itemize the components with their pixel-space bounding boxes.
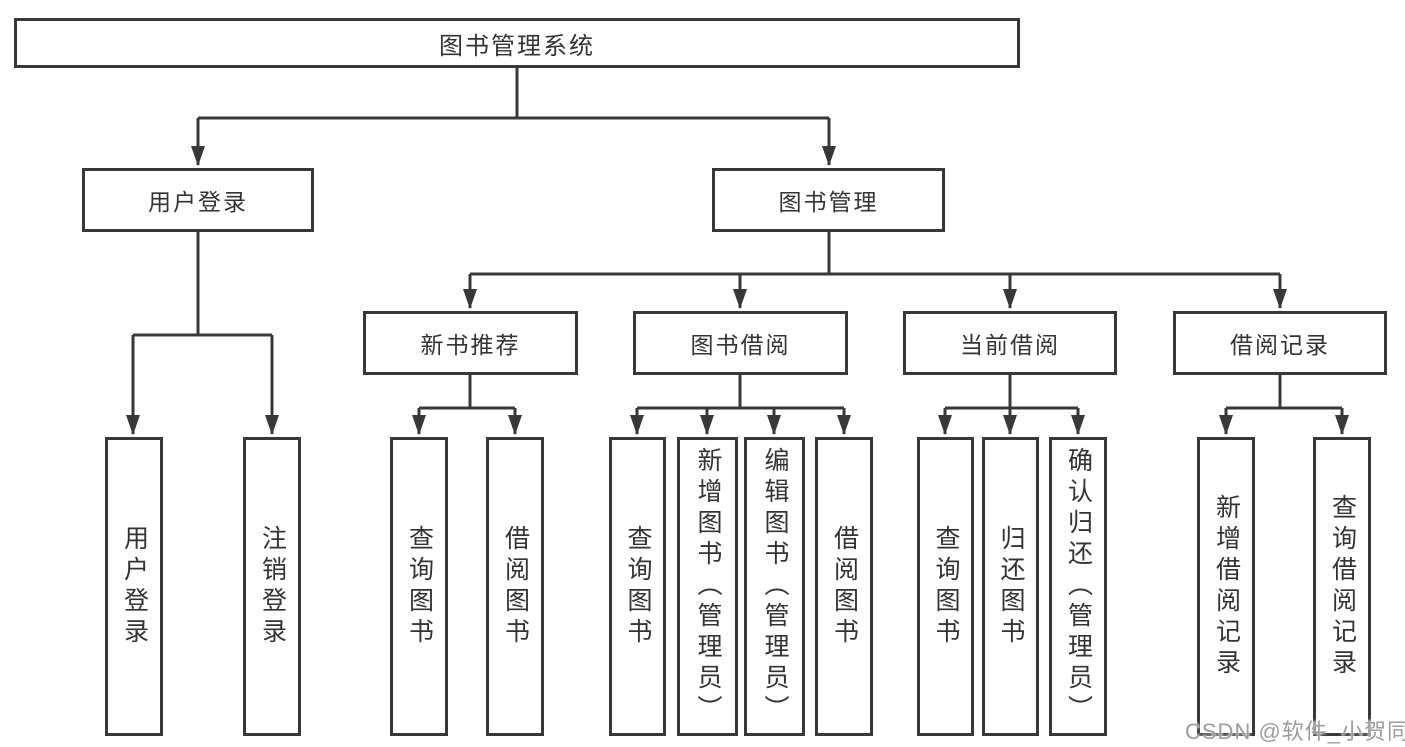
node-label: 借阅记录 [1230,332,1330,358]
leaf-borrow-books-recommend: 借阅图书 [486,437,544,736]
leaf-add-borrow-record: 新增借阅记录 [1197,437,1255,736]
leaf-add-book-admin: 新增图书（管理员） [677,437,738,736]
node-label: 新书推荐 [420,332,521,358]
csdn-watermark: CSDN @软件_小贺同学 [1185,719,1405,744]
node-user-login: 用户登录 [82,168,314,232]
leaf-query-borrow-record: 查询借阅记录 [1313,437,1371,736]
leaf-query-books-recommend: 查询图书 [390,437,448,736]
node-label: 确认归还（管理员） [1064,447,1093,726]
node-current-borrow: 当前借阅 [903,311,1117,375]
node-label: 图书管理 [778,189,879,215]
leaf-query-books-current: 查询图书 [917,437,974,736]
node-label: 编辑图书（管理员） [761,447,789,726]
leaf-confirm-return-admin: 确认归还（管理员） [1049,437,1107,736]
node-book-management: 图书管理 [712,168,945,232]
node-new-book-recommend: 新书推荐 [363,311,578,375]
node-borrow-records: 借阅记录 [1173,311,1387,375]
node-label: 借阅图书 [830,524,859,649]
node-label: 注销登录 [258,524,287,649]
node-label: 查询借阅记录 [1328,493,1357,680]
node-book-borrow: 图书借阅 [633,311,848,375]
leaf-borrow-books: 借阅图书 [815,437,873,736]
node-label: 当前借阅 [960,332,1060,358]
node-label: 用户登录 [120,524,149,649]
node-label: 图书管理系统 [439,32,595,60]
node-label: 用户登录 [148,189,248,215]
leaf-return-book: 归还图书 [982,437,1039,736]
node-label: 查询图书 [405,524,434,649]
node-label: 新增图书（管理员） [694,447,722,726]
node-label: 查询图书 [624,524,652,649]
leaf-edit-book-admin: 编辑图书（管理员） [744,437,805,736]
node-label: 归还图书 [997,524,1025,649]
node-library-system: 图书管理系统 [14,18,1020,68]
leaf-query-books-borrow: 查询图书 [609,437,666,736]
node-label: 借阅图书 [501,524,530,649]
node-label: 图书借阅 [690,332,791,358]
node-label: 新增借阅记录 [1212,493,1241,680]
node-label: 查询图书 [932,524,960,649]
leaf-user-login: 用户登录 [105,437,163,736]
leaf-logout: 注销登录 [243,437,301,736]
